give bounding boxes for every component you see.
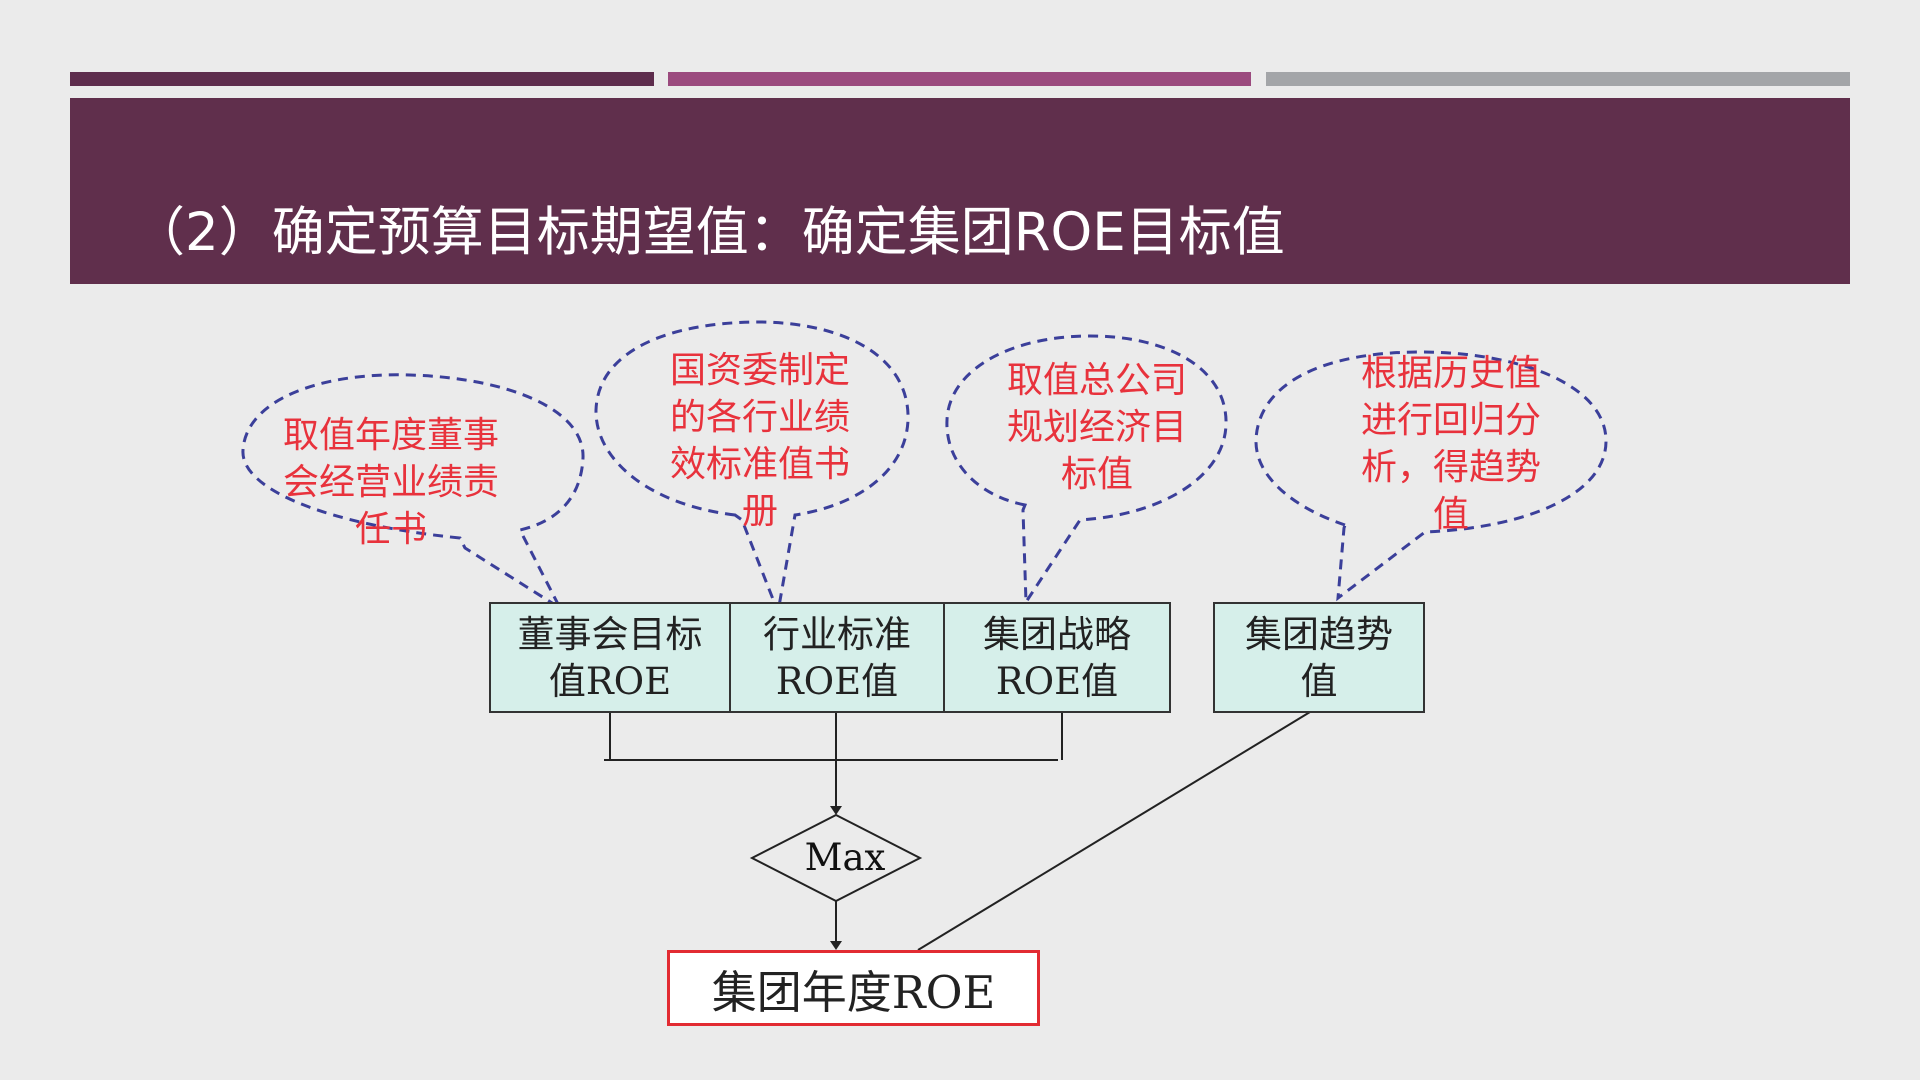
callout-bubble-1 <box>241 373 585 613</box>
box-group-trend-value: 集团趋势值 <box>1213 602 1425 713</box>
callout-bubble-4 <box>1254 350 1608 602</box>
arrowhead-to-max <box>830 806 842 815</box>
callout-trend-source: 根据历史值 进行回归分 析，得趋势 值 <box>1360 353 1541 535</box>
decision-diamond <box>749 813 923 903</box>
callout-strategy-source: 取值总公司 规划经济目 标值 <box>1006 360 1187 495</box>
result-box-group-annual-roe: 集团年度ROE <box>667 950 1040 1026</box>
max-decision-label: Max <box>804 836 886 879</box>
box-board-target-roe: 董事会目标值ROE <box>489 602 731 713</box>
connector-trend <box>917 711 1311 951</box>
callout-board-source: 取值年度董事 会经营业绩责 任书 <box>282 415 499 550</box>
arrowhead-to-result <box>830 941 842 950</box>
accent-bar-magenta <box>668 72 1251 86</box>
accent-bar-gray <box>1266 72 1850 86</box>
page-title: （2）确定预算目标期望值：确定集团ROE目标值 <box>132 202 1285 263</box>
title-band: （2）确定预算目标期望值：确定集团ROE目标值 <box>70 98 1850 284</box>
accent-bar-dark <box>70 72 654 86</box>
callout-industry-source: 国资委制定 的各行业绩 效标准值书 册 <box>669 350 850 532</box>
callout-bubble-2 <box>594 320 910 618</box>
callout-bubble-3 <box>945 334 1228 607</box>
